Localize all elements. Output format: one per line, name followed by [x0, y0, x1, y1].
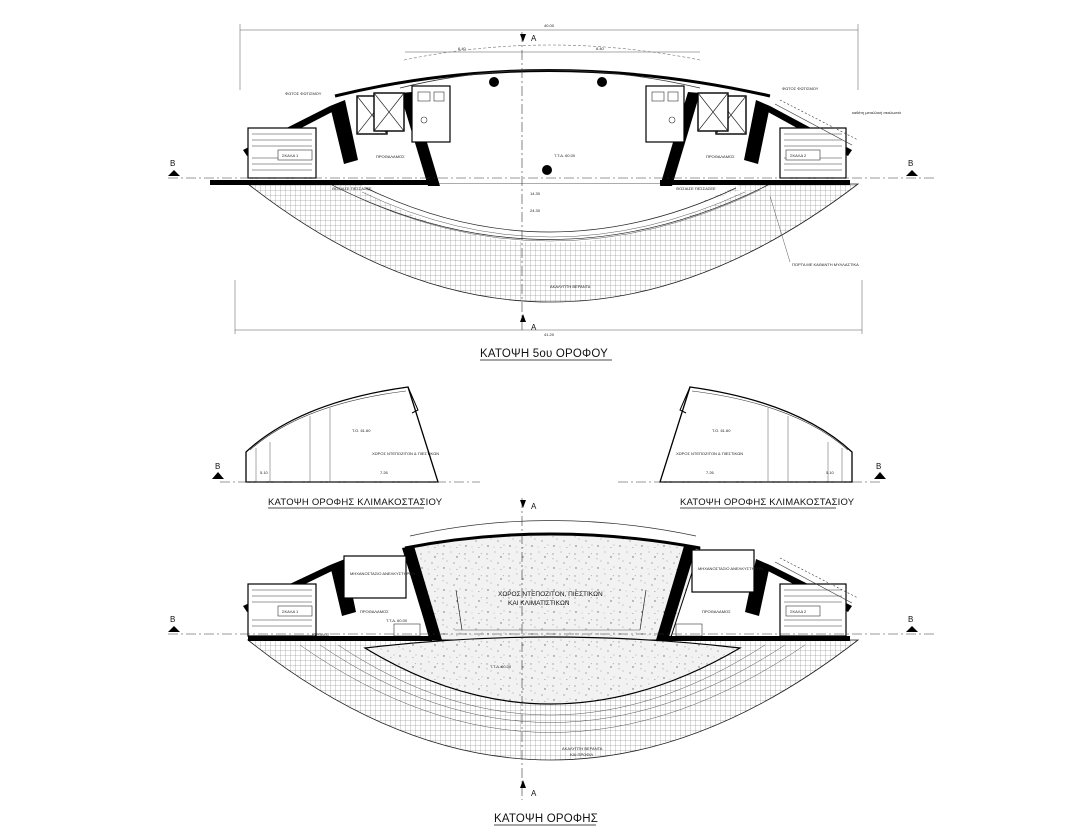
lobby-right-label: ΠΡΟΘΑΛΑΜΟΣ	[706, 154, 735, 159]
stair-roof-right-outline	[659, 386, 853, 483]
stair-roof-left-plan: B Τ.Ο. 61.60 ΧΩΡΟΣ ΝΤΕΠΟΖΙΤΟΝ & ΠΙΕΣΤΙΚΩ…	[212, 386, 480, 509]
stairroof-right-dim-b: 5.10	[826, 470, 835, 475]
roof-machine-left-label: ΜΗΧΑΝΟΣΤΑΣΙΟ ΑΝΕΛΚΥΣΤΗΡΩΝ	[350, 571, 415, 576]
roof-center-label: ΧΩΡΟΣ ΝΤΕΠΟΖΙΤΟΝ, ΠΙΕΣΤΙΚΩΝ	[498, 591, 603, 598]
roof-entry-label: ΕΙΣΟΔΟΣ	[312, 632, 330, 637]
section-mark-b-stairroof-left: B	[215, 462, 220, 471]
roof-open-terrace-label-2: ΚΑΙ ΠΡΟΦΙΛ	[570, 752, 594, 757]
open-terrace-label: ΑΚΑΛΥΠΤΗ ΒΕΡΑΝΤΑ	[550, 284, 591, 289]
stair-2-label: ΣΚΑΛΑ 2	[790, 153, 807, 158]
section-mark-b-stairroof-right: B	[876, 462, 881, 471]
slab-edge-left	[210, 180, 432, 185]
roof-stair-1-label: ΣΚΑΛΑ 1	[282, 609, 299, 614]
roof-section-mark-a-top: A	[531, 502, 537, 511]
stairroof-right-room: ΧΩΡΟΣ ΝΤΕΠΟΖΙΤΟΝ & ΠΙΕΣΤΙΚΩΝ	[676, 451, 743, 456]
roof-left-diagonal-wall	[402, 546, 442, 640]
roof-slab-left	[248, 636, 432, 641]
column	[597, 77, 607, 87]
hall-level-label: Τ.Τ.Δ. 60.00	[554, 153, 576, 158]
lobby-left-label: ΠΡΟΘΑΛΑΜΟΣ	[376, 154, 405, 159]
roof-stair-2-label: ΣΚΑΛΑ 2	[790, 609, 807, 614]
roof-level-left-label: Τ.Τ.Δ. 60.00	[386, 618, 408, 623]
roof-slab-right	[660, 636, 850, 641]
section-mark-a-top: A	[531, 34, 537, 43]
dim-total-top: 40.00	[544, 23, 555, 28]
stairroof-left-dim-a: 5.10	[260, 470, 269, 475]
roof-right-core-wall	[745, 559, 770, 616]
stair-roof-right-plan: B Τ.Ο. 61.60 ΧΩΡΟΣ ΝΤΕΠΟΖΙΤΟΝ & ΠΙΕΣΤΙΚΩ…	[618, 386, 886, 509]
terrace-left-label: ΘΟΣΙΑΣΕ ΠΕΣΣΑΣΕΕ	[332, 186, 372, 191]
roof-plan: ΜΗΧΑΝΟΣΤΑΣΙΟ ΑΝΕΛΚΥΣΤΗΡΩΝ ΣΚΑΛΑ 1 ΠΡΟΘΑΛ…	[168, 498, 936, 826]
section-mark-a-bottom: A	[531, 323, 537, 332]
upper-curved-facade	[334, 69, 771, 98]
roof-section-mark-b-right: B	[908, 615, 913, 624]
slab-edge-right	[660, 180, 850, 185]
stairroof-left-room: ΧΩΡΟΣ ΝΤΕΠΟΖΙΤΟΝ & ΠΙΕΣΤΙΚΩΝ	[372, 451, 439, 456]
note-right-top: ΦΩΤΟΣ ΦΩΤΙΣΜΟΥ	[782, 86, 819, 91]
roof-left-core-wall	[330, 559, 356, 616]
roof-speckled-area-bottom	[363, 636, 742, 705]
terrace-right-label: ΘΟΣΙΑΣΕ ΠΕΣΣΑΣΕΕ	[676, 186, 716, 191]
stairroof-left-title: ΚΑΤΟΨΗ ΟΡΟΦΗΣ ΚΛΙΜΑΚΟΣΤΑΣΙΟΥ	[268, 497, 443, 508]
left-core-wall	[330, 100, 358, 164]
stairroof-left-dim-b: 7.26	[380, 470, 389, 475]
section-mark-b-right: B	[908, 159, 913, 168]
roof-speckled-area-top	[404, 533, 701, 641]
fifth-floor-title: ΚΑΤΟΨΗ 5ου ΟΡΟΦΟΥ	[480, 348, 608, 360]
stairroof-left-level: Τ.Ο. 61.60	[352, 428, 371, 433]
roof-section-mark-a-bottom: A	[531, 789, 537, 798]
fifth-floor-plan: 40.00 6.40 6.40 41.20	[168, 23, 936, 361]
roof-center-label-2: ΚΑΙ ΚΛΙΜΑΤΙΣΤΙΚΩΝ	[508, 600, 570, 607]
column	[489, 77, 499, 87]
stair-roof-left-outline	[245, 386, 439, 483]
roof-right-diagonal-wall	[656, 546, 696, 640]
roof-level-center-label: Τ.Τ.Δ. 60.00	[490, 664, 512, 669]
stairroof-right-dim-a: 7.26	[706, 470, 715, 475]
roof-open-terrace-label: ΑΚΑΛΥΠΤΗ ΒΕΡΑΝΤΑ	[562, 746, 603, 751]
dim-mid-1: 14.30	[530, 191, 541, 196]
stairroof-right-title: ΚΑΤΟΨΗ ΟΡΟΦΗΣ ΚΛΙΜΑΚΟΣΤΑΣΙΟΥ	[680, 497, 855, 508]
roof-title: ΚΑΤΟΨΗ ΟΡΟΦΗΣ	[494, 813, 598, 825]
dim-total-bottom: 41.20	[544, 332, 555, 337]
note-right-top-2: καθέτη μεταλλική σκαλωσιά	[852, 110, 901, 115]
right-core-wall	[744, 100, 770, 164]
roof-lobby-right-label: ΠΡΟΘΑΛΑΜΟΣ	[702, 609, 731, 614]
note-right-bottom: ΠΟΡΤΑ ΜΕ ΚΑΘΑΝΤΗ ΜΥΛΛΑΣΤΙΚΑ	[792, 262, 859, 267]
roof-section-mark-b-left: B	[170, 615, 175, 624]
dim-right-half: 6.40	[596, 46, 605, 51]
dim-mid-2: 24.30	[530, 208, 541, 213]
column	[542, 165, 552, 175]
stairroof-right-level: Τ.Ο. 61.60	[712, 428, 731, 433]
roof-machine-right-label: ΜΗΧΑΝΟΣΤΑΣΙΟ ΑΝΕΛΚΥΣΤΗΡΩΝ	[698, 566, 763, 571]
note-left-top: ΦΩΤΟΣ ΦΩΤΙΣΜΟΥ	[285, 91, 322, 96]
section-mark-b-left: B	[170, 159, 175, 168]
dim-left-half: 6.40	[458, 46, 467, 51]
roof-lobby-left-label: ΠΡΟΘΑΛΑΜΟΣ	[360, 609, 389, 614]
stair-1-label: ΣΚΑΛΑ 1	[282, 153, 299, 158]
